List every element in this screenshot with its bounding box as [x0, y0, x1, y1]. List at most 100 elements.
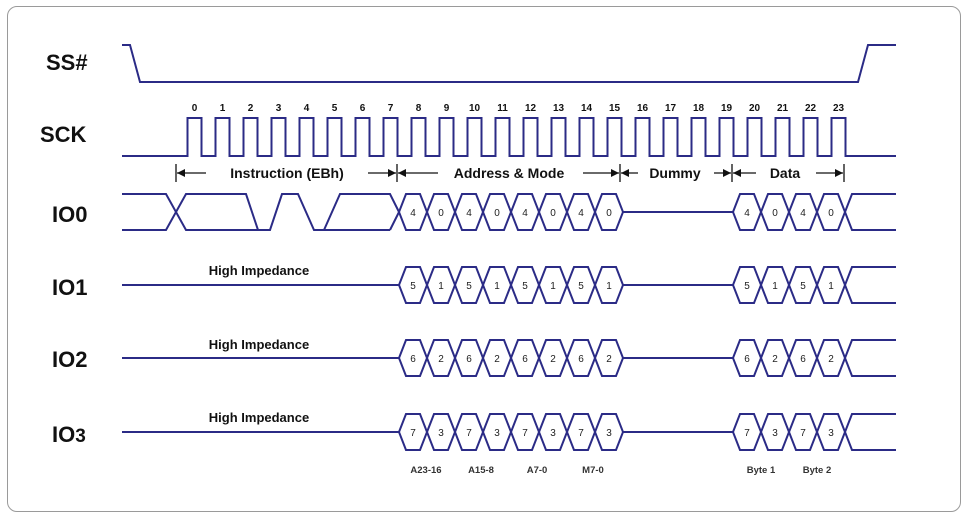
label-m7-0: M7-0 [582, 465, 604, 476]
phase-arrowhead [733, 169, 741, 177]
bus-cell-value: 2 [606, 354, 612, 365]
bus-cell-value: 3 [606, 428, 612, 439]
label-a7-0: A7-0 [527, 465, 548, 476]
bus-cell-value: 0 [772, 208, 778, 219]
clock-number: 3 [276, 103, 282, 114]
bus-cell-value: 2 [494, 354, 500, 365]
ss-waveform [122, 44, 896, 83]
bus-cell-value: 5 [578, 281, 584, 292]
sck-waveform [122, 117, 896, 157]
io2-high-impedance-label: High Impedance [209, 337, 309, 352]
bus-cell-value: 3 [550, 428, 556, 439]
bus-cell-value: 5 [410, 281, 416, 292]
clock-number: 4 [304, 103, 310, 114]
signal-label-io1: IO1 [52, 275, 87, 300]
clock-number: 14 [581, 103, 593, 114]
clock-number: 23 [833, 103, 845, 114]
bus-cell-value: 5 [466, 281, 472, 292]
phase-instruction-label: Instruction (EBh) [230, 165, 344, 181]
clock-number: 5 [332, 103, 338, 114]
clock-number: 2 [248, 103, 254, 114]
bus-cell-value: 0 [494, 208, 500, 219]
clock-number: 11 [497, 103, 508, 114]
bus-cell-value: 6 [410, 354, 416, 365]
bus-cell-value: 0 [828, 208, 834, 219]
bus-cell-value: 3 [494, 428, 500, 439]
bus-cell-value: 1 [828, 281, 834, 292]
clock-number: 8 [416, 103, 422, 114]
signal-label-sck: SCK [40, 122, 87, 147]
bus-cell-value: 7 [410, 428, 416, 439]
signal-label-ss: SS# [46, 50, 88, 75]
phase-arrowhead [398, 169, 406, 177]
phase-arrowhead [177, 169, 185, 177]
bus-trailing [844, 266, 896, 304]
bus-cell-value: 6 [800, 354, 806, 365]
clock-number: 1 [220, 103, 226, 114]
bus-trailing [844, 339, 896, 377]
bus-cell-value: 2 [772, 354, 778, 365]
clock-number: 18 [693, 103, 705, 114]
signal-label-io3: IO3 [52, 422, 86, 447]
bus-cell-value: 5 [744, 281, 750, 292]
label-a23-16: A23-16 [410, 465, 441, 476]
bus-cell-value: 6 [466, 354, 472, 365]
clock-number: 13 [553, 103, 565, 114]
clock-number: 22 [805, 103, 817, 114]
signal-label-io2: IO2 [52, 347, 87, 372]
bus-cell-value: 7 [466, 428, 472, 439]
bus-cell-value: 3 [828, 428, 834, 439]
clock-number: 0 [192, 103, 198, 114]
clock-number: 6 [360, 103, 366, 114]
phase-dummy-label: Dummy [649, 165, 701, 181]
phase-arrowhead [621, 169, 629, 177]
clock-number: 15 [609, 103, 621, 114]
clock-number: 21 [777, 103, 789, 114]
clock-number: 19 [721, 103, 733, 114]
phase-arrowhead [611, 169, 619, 177]
label-byte1: Byte 1 [747, 465, 776, 476]
bus-cell-value: 6 [578, 354, 584, 365]
clock-number: 10 [469, 103, 481, 114]
bus-cell-value: 0 [438, 208, 444, 219]
clock-number: 12 [525, 103, 537, 114]
clock-number: 7 [388, 103, 394, 114]
io3-high-impedance-label: High Impedance [209, 410, 309, 425]
bus-cell-value: 1 [606, 281, 612, 292]
bus-cell-value: 1 [494, 281, 500, 292]
label-byte2: Byte 2 [803, 465, 832, 476]
bus-cell-value: 3 [438, 428, 444, 439]
phase-data-label: Data [770, 165, 801, 181]
bus-cell-value: 4 [466, 208, 472, 219]
bus-cell-value: 6 [744, 354, 750, 365]
bus-cell-value: 7 [578, 428, 584, 439]
clock-number: 17 [665, 103, 677, 114]
bus-cell-value: 3 [772, 428, 778, 439]
bus-cell-value: 2 [438, 354, 444, 365]
io1-high-impedance-label: High Impedance [209, 263, 309, 278]
phase-arrowhead [388, 169, 396, 177]
bus-cell-value: 4 [800, 208, 806, 219]
bus-cell-value: 4 [522, 208, 528, 219]
bus-cell-value: 5 [800, 281, 806, 292]
bus-cell-value: 7 [522, 428, 528, 439]
bus-cell-value: 0 [550, 208, 556, 219]
bus-cell-value: 7 [800, 428, 806, 439]
bus-cell-value: 0 [606, 208, 612, 219]
io0-instruction-pattern [122, 193, 400, 231]
phase-markers [175, 164, 845, 182]
bus-cell-value: 6 [522, 354, 528, 365]
bus-trailing [844, 193, 896, 231]
phase-address-label: Address & Mode [454, 165, 565, 181]
bus-cell-value: 1 [438, 281, 444, 292]
clock-number: 16 [637, 103, 649, 114]
bus-trailing [844, 413, 896, 451]
bus-cell-value: 2 [828, 354, 834, 365]
clock-number: 20 [749, 103, 761, 114]
